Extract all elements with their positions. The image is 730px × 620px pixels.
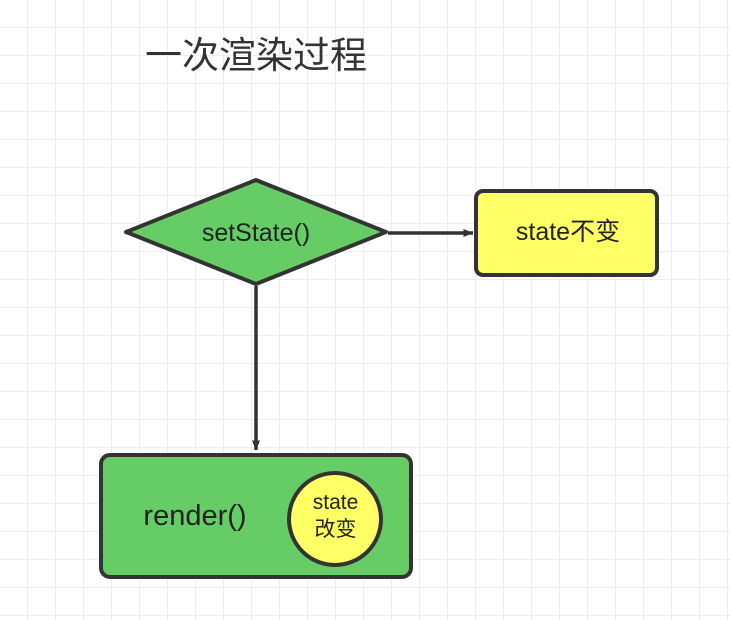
node-state-unchanged-label: state不变 — [515, 218, 621, 246]
node-state-changed-label-line1: state — [312, 491, 359, 514]
node-render-label: render() — [143, 500, 247, 532]
page-title: 一次渲染过程 — [145, 35, 367, 76]
node-state-changed-circle[interactable] — [287, 471, 383, 567]
node-setstate-label: setState() — [201, 219, 311, 247]
node-state-unchanged-box[interactable] — [474, 189, 659, 277]
node-state-changed-label-line2: 改变 — [314, 518, 357, 541]
node-state-changed-label: state 改变 — [288, 489, 383, 543]
node-setstate-diamond[interactable] — [124, 178, 388, 286]
